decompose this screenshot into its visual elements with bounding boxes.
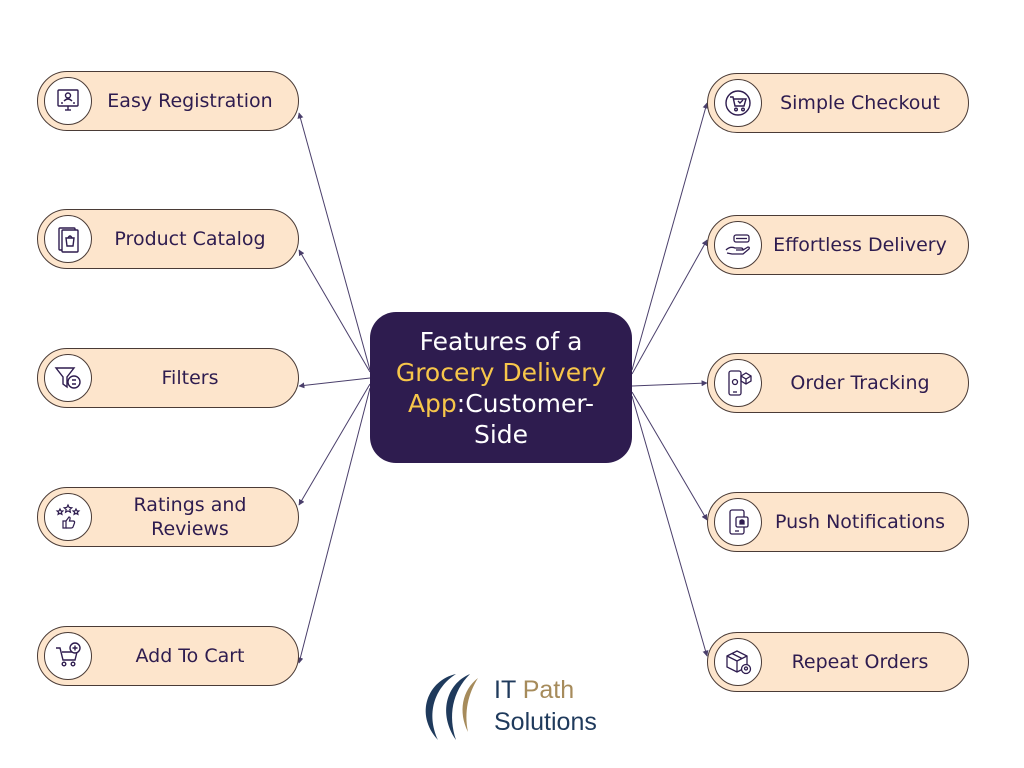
connector-simple-checkout — [631, 102, 709, 371]
add-to-cart-icon — [44, 632, 92, 680]
company-logo: IT Path Solutions — [412, 666, 622, 746]
node-label: Simple Checkout — [780, 92, 940, 114]
node-push-notifications: Push Notifications — [707, 492, 969, 552]
center-line-3: App:Customer- — [408, 388, 594, 419]
node-simple-checkout: Simple Checkout — [707, 73, 969, 133]
connector-effortless-delivery — [631, 239, 708, 375]
node-label: Effortless Delivery — [773, 234, 947, 256]
node-label: Filters — [161, 367, 219, 389]
logo-swoosh-icon — [425, 674, 478, 740]
center-line-4: Side — [473, 419, 529, 449]
logo-text-line-2: Solutions — [494, 708, 597, 736]
logo-text-line-1: IT Path — [494, 676, 574, 705]
logo-path: Path — [522, 676, 575, 704]
node-label: Add To Cart — [135, 645, 245, 667]
repeat-order-box-icon — [714, 638, 762, 686]
filter-icon — [44, 354, 92, 402]
center-line-2: Grocery Delivery — [395, 357, 607, 387]
connector-easy-registration — [297, 112, 371, 371]
node-filters: Filters — [37, 348, 299, 408]
node-label: Easy Registration — [107, 90, 273, 112]
node-label: Push Notifications — [774, 511, 946, 533]
node-add-to-cart: Add To Cart — [37, 626, 299, 686]
registration-icon — [44, 77, 92, 125]
order-tracking-icon — [714, 359, 762, 407]
rating-icon — [44, 493, 92, 541]
connector-product-catalog — [298, 249, 371, 373]
center-line-3-highlight: App — [407, 388, 457, 418]
central-topic: Features of a Grocery Delivery App:Custo… — [370, 312, 632, 463]
connector-filters — [298, 377, 371, 389]
node-repeat-orders: Repeat Orders — [707, 632, 969, 692]
connector-order-tracking — [631, 380, 708, 387]
connector-push-notifications — [631, 391, 708, 521]
center-line-3-rest: :Customer- — [456, 388, 595, 418]
node-product-catalog: Product Catalog — [37, 209, 299, 269]
connector-add-to-cart — [297, 387, 371, 664]
push-notification-icon — [714, 498, 762, 546]
logo-it: IT — [494, 676, 523, 704]
checkout-cart-icon — [714, 79, 762, 127]
node-effortless-delivery: Effortless Delivery — [707, 215, 969, 275]
catalog-icon — [44, 215, 92, 263]
connector-ratings — [298, 383, 371, 506]
node-label: Ratings and Reviews — [133, 494, 247, 540]
node-order-tracking: Order Tracking — [707, 353, 969, 413]
node-easy-registration: Easy Registration — [37, 71, 299, 131]
node-ratings-reviews: Ratings and Reviews — [37, 487, 299, 547]
node-label: Repeat Orders — [791, 651, 929, 673]
node-label: Order Tracking — [790, 372, 930, 394]
node-label: Product Catalog — [114, 228, 266, 250]
center-line-1: Features of a — [419, 326, 583, 356]
delivery-hand-icon — [714, 221, 762, 269]
connector-repeat-orders — [631, 395, 709, 657]
